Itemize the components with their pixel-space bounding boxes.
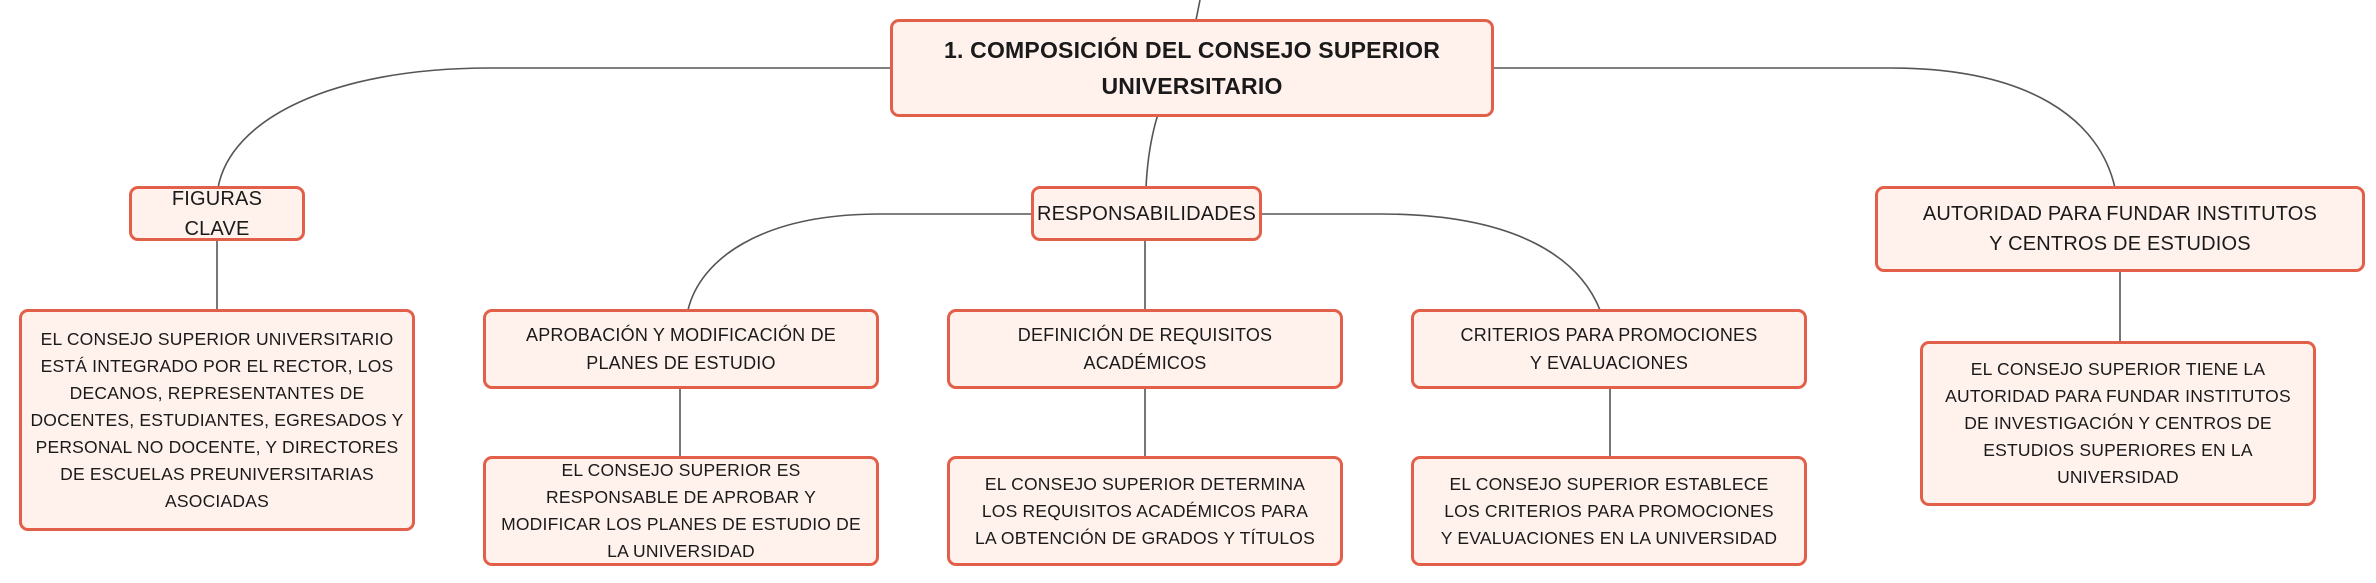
- node-requisitos-detail[interactable]: EL CONSEJO SUPERIOR DETERMINA LOS REQUIS…: [947, 456, 1343, 566]
- node-aprobacion-detail-text: EL CONSEJO SUPERIOR ES RESPONSABLE DE AP…: [501, 460, 861, 561]
- node-responsabilidades[interactable]: RESPONSABILIDADES: [1031, 186, 1262, 241]
- node-figuras-detail[interactable]: EL CONSEJO SUPERIOR UNIVERSITARIO ESTÁ I…: [19, 309, 415, 531]
- root-node[interactable]: 1. COMPOSICIÓN DEL CONSEJO SUPERIOR UNIV…: [890, 19, 1494, 117]
- connector-root-figuras: [217, 67, 892, 189]
- node-requisitos-academicos[interactable]: DEFINICIÓN DE REQUISITOS ACADÉMICOS: [947, 309, 1343, 389]
- node-criterios-promociones[interactable]: CRITERIOS PARA PROMOCIONES Y EVALUACIONE…: [1411, 309, 1807, 389]
- node-criterios-detail-text: EL CONSEJO SUPERIOR ESTABLECE LOS CRITER…: [1440, 473, 1778, 548]
- node-requisitos-academicos-text: DEFINICIÓN DE REQUISITOS ACADÉMICOS: [1017, 325, 1273, 373]
- node-autoridad-detail-text: EL CONSEJO SUPERIOR TIENE LA AUTORIDAD P…: [1945, 359, 2291, 487]
- node-criterios-promociones-text: CRITERIOS PARA PROMOCIONES Y EVALUACIONE…: [1460, 325, 1758, 373]
- node-responsabilidades-text: RESPONSABILIDADES: [1036, 202, 1257, 225]
- connector-parent: [1195, 0, 1201, 21]
- connector-resp-child3: [1260, 213, 1601, 311]
- node-criterios-detail[interactable]: EL CONSEJO SUPERIOR ESTABLECE LOS CRITER…: [1411, 456, 1807, 566]
- node-requisitos-detail-text: EL CONSEJO SUPERIOR DETERMINA LOS REQUIS…: [975, 473, 1315, 548]
- node-autoridad[interactable]: AUTORIDAD PARA FUNDAR INSTITUTOS Y CENTR…: [1875, 186, 2365, 272]
- node-aprobacion-planes[interactable]: APROBACIÓN Y MODIFICACIÓN DE PLANES DE E…: [483, 309, 879, 389]
- node-figuras-detail-text: EL CONSEJO SUPERIOR UNIVERSITARIO ESTÁ I…: [30, 328, 404, 511]
- root-node-text: 1. COMPOSICIÓN DEL CONSEJO SUPERIOR UNIV…: [943, 37, 1441, 99]
- node-autoridad-detail[interactable]: EL CONSEJO SUPERIOR TIENE LA AUTORIDAD P…: [1920, 341, 2316, 506]
- connector-root-autoridad: [1490, 67, 2116, 189]
- connector-root-responsabilidades: [1145, 113, 1159, 189]
- node-aprobacion-detail[interactable]: EL CONSEJO SUPERIOR ES RESPONSABLE DE AP…: [483, 456, 879, 566]
- node-figuras-clave[interactable]: FIGURAS CLAVE: [129, 186, 305, 241]
- connector-resp-child1: [687, 213, 1033, 311]
- node-figuras-clave-text: FIGURAS CLAVE: [171, 187, 263, 240]
- node-aprobacion-planes-text: APROBACIÓN Y MODIFICACIÓN DE PLANES DE E…: [526, 325, 836, 373]
- node-autoridad-text: AUTORIDAD PARA FUNDAR INSTITUTOS Y CENTR…: [1922, 203, 2318, 255]
